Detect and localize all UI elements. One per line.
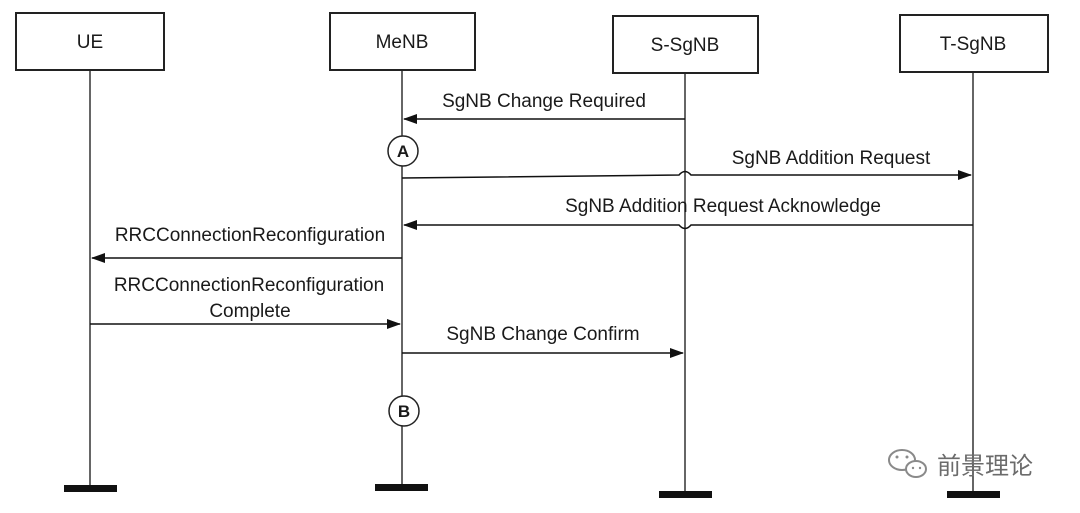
sgnb-change-required-label: SgNB Change Required [442,91,646,112]
watermark-text: 前景理论 [937,452,1033,480]
sgnb-addition-request-arrow [401,170,972,180]
menb-lifeline-end [375,484,428,491]
ue-lifeline-end [64,485,117,492]
marker-b: B [388,395,420,427]
s-sgnb-lifeline-end [659,491,712,498]
watermark: 前景理论 [888,449,1033,480]
menb-label: MeNB [376,32,429,53]
wechat-icon [888,449,927,478]
menb-entity: MeNB [329,12,476,71]
t-sgnb-lifeline-end [947,491,1000,498]
ue-entity: UE [15,12,165,71]
marker-a-label: A [397,142,409,161]
t-sgnb-label: T-SgNB [940,34,1007,55]
sgnb-addition-request-ack-arrow [403,220,973,230]
marker-a: A [387,135,419,167]
ue-label: UE [77,32,103,53]
t-sgnb-entity: T-SgNB [899,14,1049,73]
rrc-reconfig-label: RRCConnectionReconfiguration [115,225,385,246]
rrc-reconfig-complete-label-line1: RRCConnectionReconfiguration [114,275,384,296]
s-sgnb-entity: S-SgNB [612,15,759,74]
rrc-reconfig-complete-label-line2: Complete [209,301,290,322]
sgnb-change-confirm-label: SgNB Change Confirm [446,324,639,345]
sgnb-addition-request-label: SgNB Addition Request [732,148,931,169]
sgnb-addition-request-ack-label: SgNB Addition Request Acknowledge [565,196,881,217]
marker-b-label: B [398,402,410,421]
s-sgnb-label: S-SgNB [651,35,720,56]
